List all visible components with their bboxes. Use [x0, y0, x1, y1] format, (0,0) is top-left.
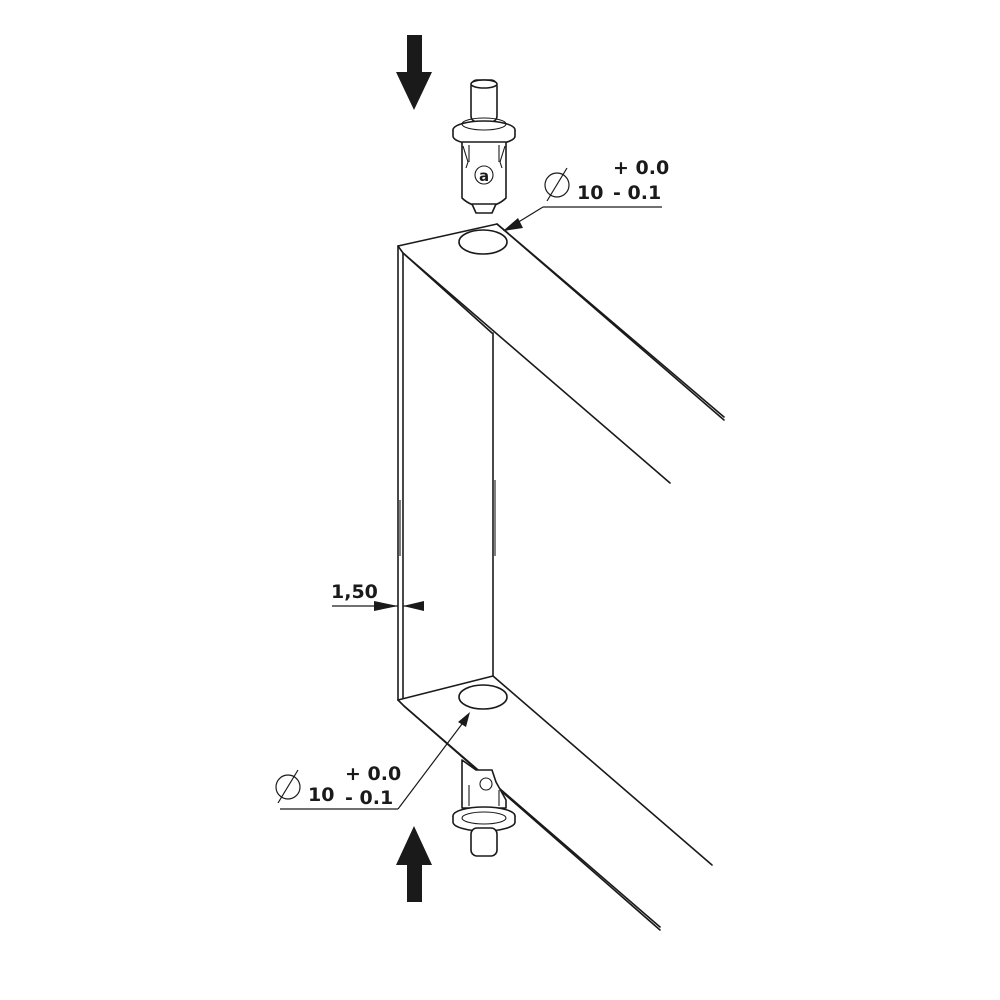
arrow-up-icon [396, 826, 432, 902]
latch-pin-bottom [452, 759, 516, 857]
thickness-value: 1,50 [331, 581, 378, 603]
diameter-symbol-icon [275, 774, 301, 800]
bottom-hole-upper-tol: + 0.0 [345, 763, 401, 785]
pin-marking-badge [474, 165, 494, 185]
dimension-bottom-hole: 10 + 0.0 - 0.1 [275, 712, 470, 810]
u-bracket [397, 223, 725, 931]
top-hole-lower-tol: - 0.1 [613, 182, 661, 204]
bottom-hole-nominal: 10 [308, 784, 334, 806]
diameter-symbol-icon [544, 172, 570, 198]
top-hole-nominal: 10 [577, 182, 603, 204]
arrow-down-icon [396, 35, 432, 110]
top-hole-upper-tol: + 0.0 [613, 157, 669, 179]
pin-marking: a [479, 167, 489, 185]
dimension-top-hole: 10 + 0.0 - 0.1 [503, 157, 669, 231]
dimension-thickness: 1,50 [331, 581, 424, 611]
top-hole [458, 229, 508, 255]
bottom-hole-lower-tol: - 0.1 [345, 787, 393, 809]
bottom-hole [458, 684, 508, 710]
latch-pin-top: a [452, 79, 516, 214]
